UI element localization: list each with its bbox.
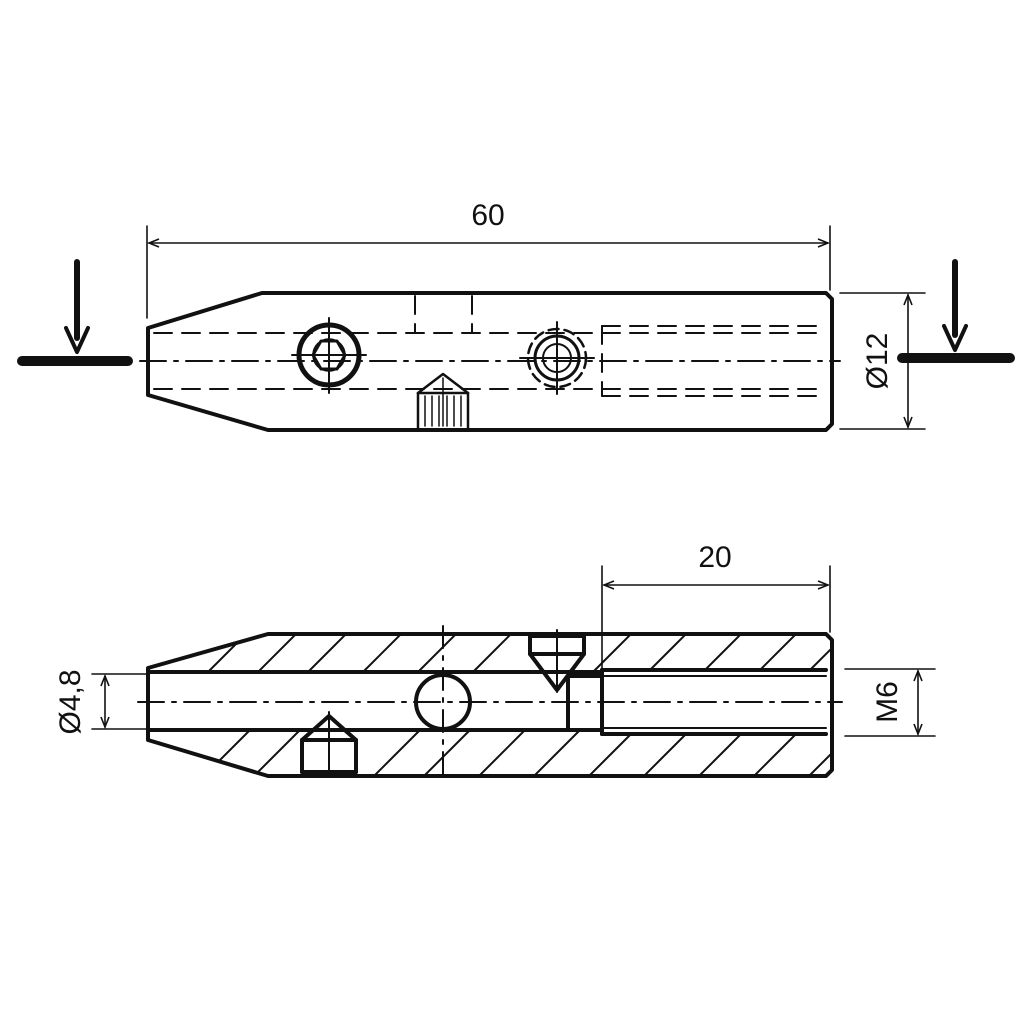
grub-screw-bottom xyxy=(300,711,358,777)
dimension-diameter-12 xyxy=(839,292,926,430)
grub-screw-cone xyxy=(416,372,470,430)
hidden-bore-lines xyxy=(153,295,827,397)
dimension-label-20: 20 xyxy=(698,541,731,574)
top-view xyxy=(17,225,1015,432)
section-view xyxy=(91,565,936,781)
threaded-screw xyxy=(519,321,595,395)
dimension-label-diameter-12: Ø12 xyxy=(861,333,894,390)
dimension-label-60: 60 xyxy=(471,199,504,232)
section-marker-right xyxy=(897,259,1015,363)
dimension-label-m6: M6 xyxy=(871,681,904,723)
dimension-bore-4-8 xyxy=(91,673,147,730)
hex-socket-screw xyxy=(291,317,367,394)
grub-screw-top xyxy=(528,629,586,693)
bore-4-8 xyxy=(146,670,604,732)
dimension-length-60 xyxy=(146,225,831,319)
section-marker-left xyxy=(17,259,133,366)
dimension-thread-m6 xyxy=(844,668,936,737)
dimension-thread-length-20 xyxy=(601,565,831,669)
pin-body-outline xyxy=(146,291,834,432)
dimension-label-diameter-4-8: Ø4,8 xyxy=(54,669,87,734)
section-body-outline xyxy=(146,632,834,778)
